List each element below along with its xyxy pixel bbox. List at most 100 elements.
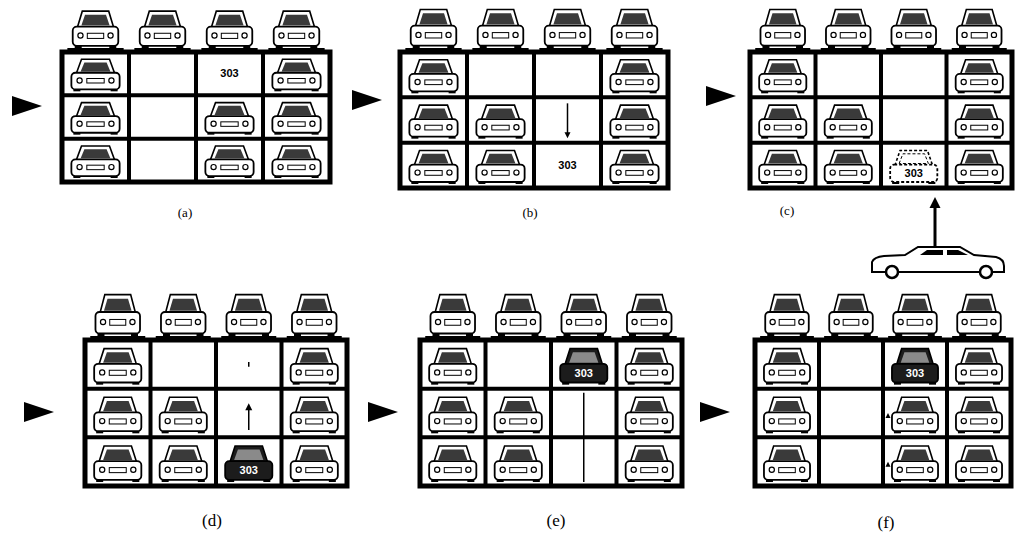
- car-cabin: [960, 60, 998, 75]
- car-body: [561, 312, 606, 334]
- parked-car: [759, 150, 806, 184]
- highlighted-car: [560, 349, 607, 385]
- car-windshield: [300, 450, 329, 460]
- car-number: 303: [558, 160, 576, 171]
- car-headlight: [616, 125, 621, 130]
- car-body: [760, 26, 805, 46]
- car-cabin: [100, 295, 136, 314]
- car-grille: [306, 370, 323, 375]
- car-body: [411, 26, 457, 46]
- car-windshield: [169, 299, 197, 311]
- car-headlight: [661, 319, 666, 324]
- roof-pallet: [606, 48, 662, 50]
- garage-frame: [400, 52, 668, 188]
- car-windshield: [569, 352, 598, 362]
- car-headlight: [961, 370, 966, 375]
- car-headlight: [863, 319, 868, 324]
- roof-pallet: [90, 336, 145, 338]
- car-cabin: [434, 349, 472, 365]
- parked-car: [291, 446, 338, 482]
- frame-column: [194, 52, 198, 182]
- car-headlight: [310, 121, 315, 126]
- garage-frame: [85, 340, 347, 486]
- car-windshield: [104, 299, 132, 311]
- roof-pallet: [888, 336, 942, 338]
- roof-pallet: [622, 336, 677, 338]
- car-headlight: [765, 79, 770, 84]
- car-grille: [971, 125, 988, 130]
- car-headlight: [296, 467, 301, 472]
- parked-car: [893, 295, 937, 336]
- car-headlight: [261, 319, 266, 324]
- car-headlight: [927, 319, 932, 324]
- car-headlight: [78, 33, 83, 38]
- car-body: [560, 364, 607, 383]
- car-body: [429, 412, 476, 431]
- car-windshield: [570, 299, 598, 311]
- car-cabin: [898, 295, 933, 314]
- roof-pallet: [952, 336, 1006, 338]
- car-grille: [779, 370, 796, 375]
- car-headlight: [296, 418, 301, 423]
- car-cabin: [500, 295, 536, 314]
- frame-floor: [62, 137, 330, 141]
- car-windshield: [282, 15, 310, 26]
- car-headlight: [962, 319, 967, 324]
- car-headlight: [800, 370, 805, 375]
- car-windshield: [773, 401, 802, 411]
- roof-pallet: [221, 336, 276, 338]
- car-windshield: [300, 401, 329, 411]
- car-headlight: [795, 32, 800, 37]
- parked-car: [891, 9, 936, 48]
- parked-car: [626, 397, 673, 433]
- frame-floor: [62, 93, 330, 97]
- car-cabin: [830, 9, 866, 26]
- car-body: [94, 461, 141, 480]
- car-cabin: [615, 60, 654, 75]
- car-headlight: [550, 32, 555, 37]
- car-headlight: [466, 467, 471, 472]
- car-windshield: [215, 149, 245, 158]
- car-cabin: [499, 397, 537, 413]
- frame-column: [599, 52, 603, 188]
- parked-car: [71, 59, 119, 91]
- car-headlight: [100, 467, 105, 472]
- car-grille: [971, 419, 988, 424]
- car-headlight: [580, 32, 585, 37]
- parked-car: [226, 295, 271, 336]
- parked-car: [409, 60, 457, 94]
- car-cabin: [164, 446, 202, 462]
- car-headlight: [278, 121, 283, 126]
- car-grille: [971, 319, 987, 325]
- car-body: [891, 26, 936, 46]
- car-headlight: [765, 170, 770, 175]
- roof-pallet: [472, 48, 528, 50]
- car-cabin: [769, 349, 806, 365]
- car-cabin: [960, 150, 998, 165]
- car-grille: [840, 125, 857, 130]
- frame-column: [945, 52, 949, 188]
- frame-floor: [400, 141, 668, 145]
- car-windshield: [838, 299, 865, 311]
- car-body: [476, 165, 524, 182]
- car-cabin: [277, 146, 316, 160]
- parking-stage: [24, 295, 347, 486]
- car-body: [409, 119, 457, 136]
- car-windshield: [620, 108, 650, 118]
- parked-car: [272, 59, 320, 91]
- motion-arrow: [886, 462, 891, 467]
- car-grille: [971, 33, 987, 38]
- motion-arrow: [245, 403, 252, 410]
- parked-car: [956, 105, 1003, 139]
- car-body: [430, 312, 475, 334]
- car-cabin: [231, 295, 267, 314]
- car-windshield: [486, 108, 516, 118]
- car-cabin: [961, 446, 998, 462]
- car-headlight: [928, 467, 933, 472]
- car-grille: [492, 33, 508, 38]
- car-windshield: [439, 299, 467, 311]
- car-grille: [907, 319, 923, 325]
- car-windshield: [773, 352, 802, 362]
